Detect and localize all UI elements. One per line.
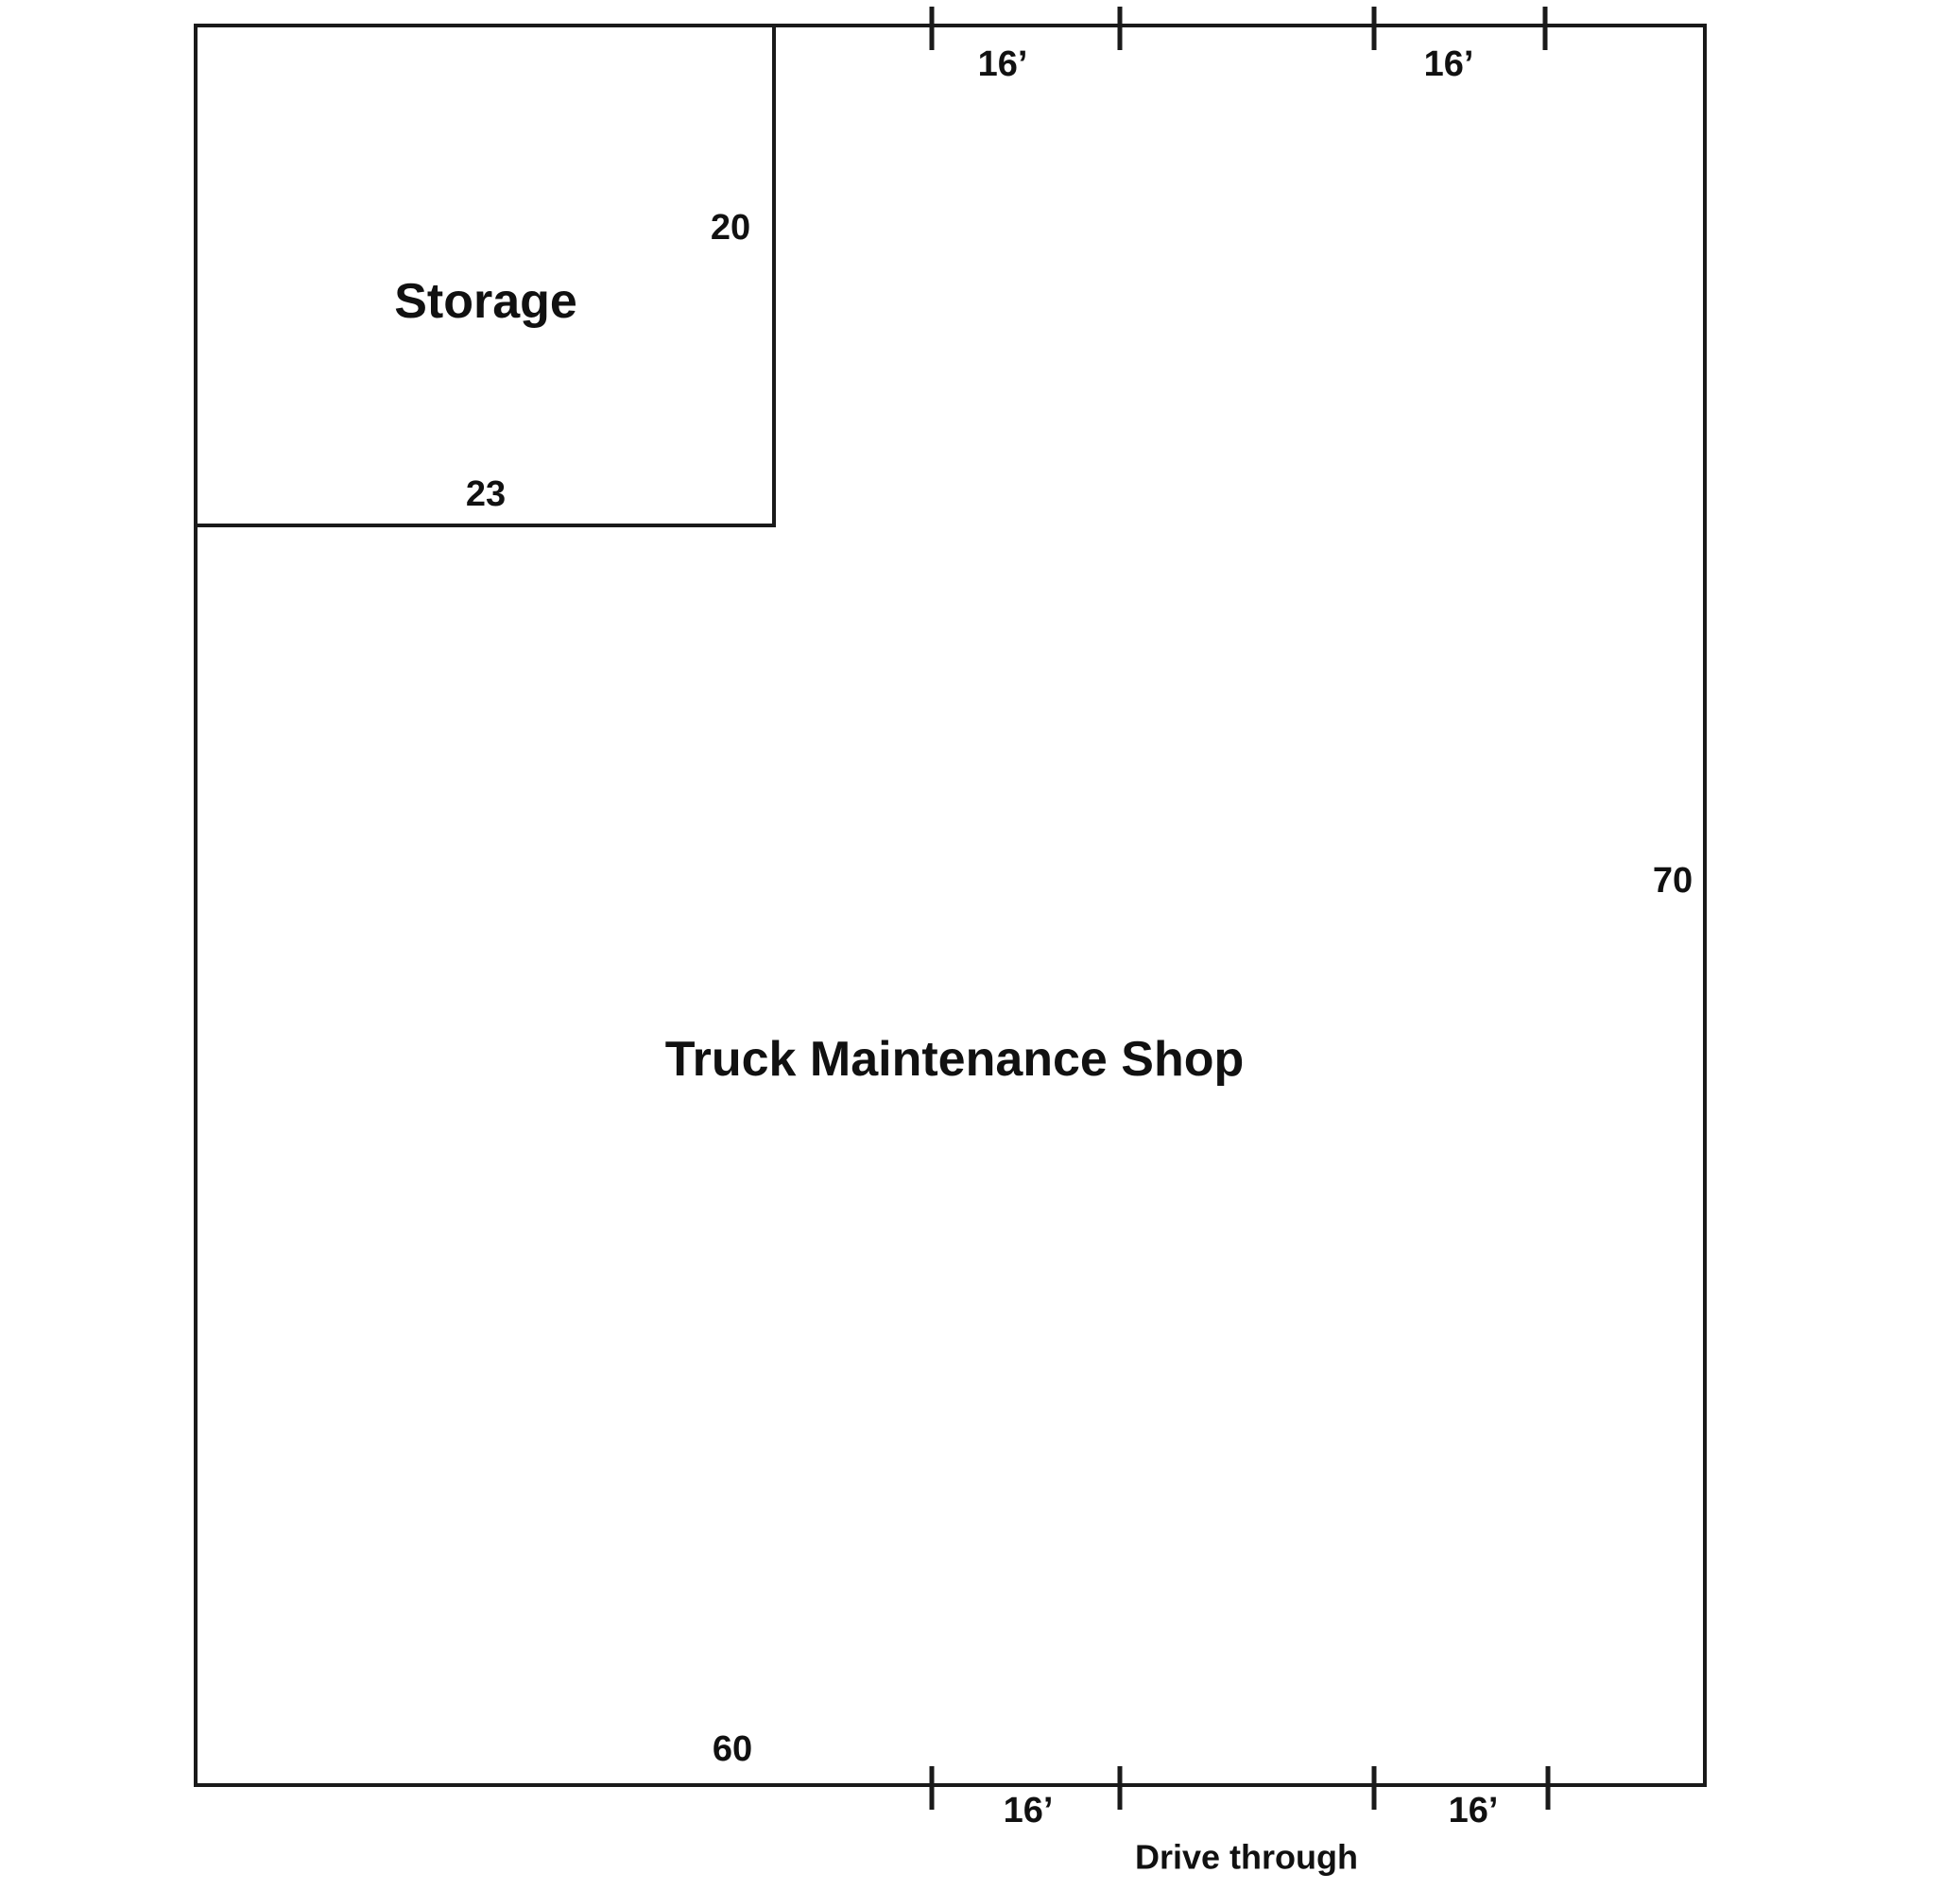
bottom-door-ticks	[929, 1766, 1551, 1810]
storage-label: Storage	[394, 274, 577, 329]
bottom-door-2-label: 16’	[1449, 1791, 1499, 1830]
shop-depth-label: 70	[1653, 861, 1693, 901]
shop-label: Truck Maintenance Shop	[665, 1032, 1245, 1087]
top-door-1-label: 16’	[978, 44, 1028, 84]
shop-width-label: 60	[713, 1729, 752, 1769]
drive-through-label: Drive through	[1135, 1838, 1358, 1877]
top-door-2-label: 16’	[1424, 44, 1474, 84]
top-door-ticks	[929, 7, 1548, 50]
storage-depth-label: 20	[711, 208, 750, 248]
storage-walls	[196, 26, 776, 527]
bottom-door-1-label: 16’	[1004, 1791, 1054, 1830]
shop-outline	[194, 24, 1707, 1787]
storage-width-label: 23	[466, 474, 506, 514]
